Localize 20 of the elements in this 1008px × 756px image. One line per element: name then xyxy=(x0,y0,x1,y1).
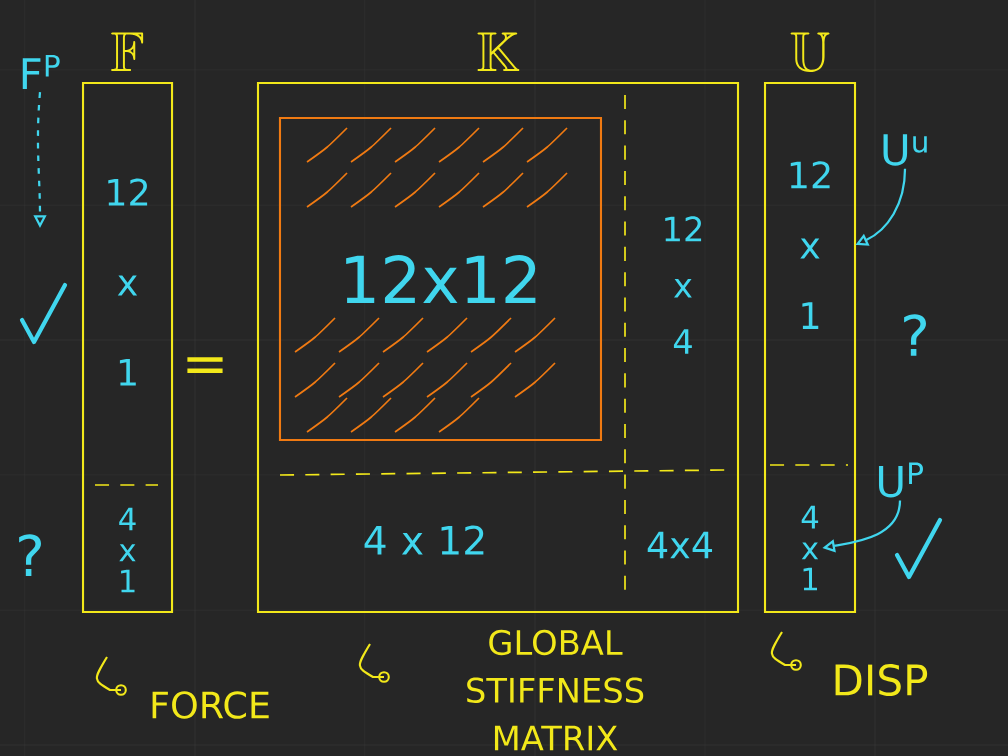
block-size-label: 4x4 xyxy=(647,531,713,559)
submatrix-box: 12x12 xyxy=(278,116,603,442)
part-label: 4 x 1 xyxy=(801,505,819,591)
caption-label: GLOBAL STIFFNESS MATRIX xyxy=(467,629,644,751)
question-mark: ? xyxy=(19,534,41,576)
node-label: $\mathbb{U}$ xyxy=(790,32,830,73)
part-label: 12 x 1 xyxy=(790,161,830,329)
vector-symbol: U$^{u}$ xyxy=(883,134,927,166)
node-label: $\mathbb{F}$ xyxy=(111,32,144,71)
caption-label: FORCE xyxy=(152,691,269,719)
block-size-label: 4 x 12 xyxy=(364,525,484,555)
question-mark: ? xyxy=(904,314,926,356)
vector-symbol: F$^{P}$ xyxy=(22,54,60,90)
node-label: $\mathbb{K}$ xyxy=(477,32,520,71)
caption-label: DISP xyxy=(835,664,928,696)
block-size-label: 12 x 4 xyxy=(665,216,702,354)
part-label: 4 x 1 xyxy=(119,507,136,593)
vector-symbol: U$^{P}$ xyxy=(879,462,923,498)
equals-sign: = xyxy=(187,357,223,374)
part-label: 12 x 1 xyxy=(108,178,148,386)
